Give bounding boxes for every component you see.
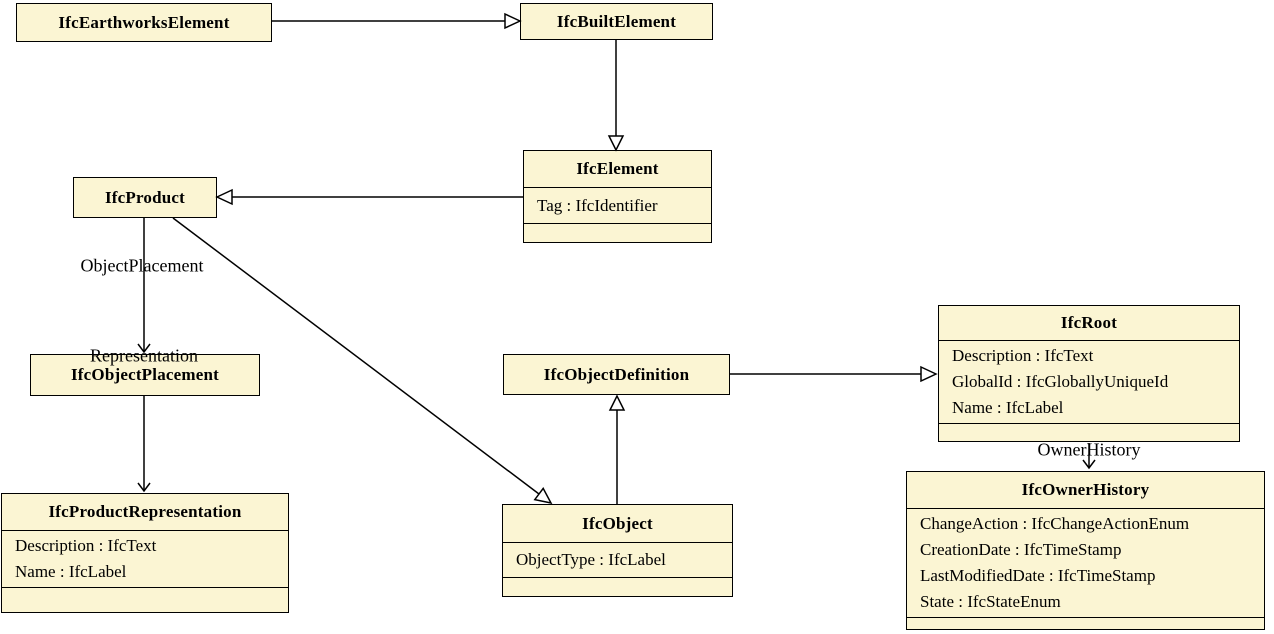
class-attribute: Name : IfcLabel: [952, 398, 1064, 417]
class-empty-compartment: [907, 617, 1264, 634]
class-box-ifcproduct: IfcProduct: [73, 177, 217, 218]
class-attributes: Description : IfcText Name : IfcLabel: [2, 530, 288, 587]
class-attribute: GlobalId : IfcGloballyUniqueId: [952, 372, 1169, 391]
edge-label-objectplacement: ObjectPlacement: [80, 255, 204, 276]
edge-label-ownerhistory: OwnerHistory: [1037, 439, 1141, 460]
class-title: IfcProduct: [104, 187, 186, 207]
class-box-ifcroot: IfcRoot Description : IfcText GlobalId :…: [938, 305, 1240, 442]
class-title: IfcObjectDefinition: [543, 364, 690, 384]
class-empty-compartment: [503, 577, 732, 596]
inheritance-arrowhead-icon: [608, 394, 626, 411]
class-box-ifcbuiltelement: IfcBuiltElement: [520, 3, 713, 40]
class-empty-compartment: [2, 587, 288, 612]
class-title: IfcElement: [576, 159, 659, 178]
class-attributes: Description : IfcText GlobalId : IfcGlob…: [939, 340, 1239, 423]
class-attribute: Name : IfcLabel: [15, 562, 127, 581]
class-attribute: Tag : IfcIdentifier: [537, 195, 658, 215]
class-box-ifcearthworkselement: IfcEarthworksElement: [16, 3, 272, 42]
class-attribute: ObjectType : IfcLabel: [516, 550, 666, 569]
class-box-ifcobject: IfcObject ObjectType : IfcLabel: [502, 504, 733, 597]
inheritance-arrowhead-icon: [607, 135, 625, 152]
class-title: IfcEarthworksElement: [58, 12, 230, 32]
class-title: IfcRoot: [1060, 313, 1118, 332]
class-box-ifcobjectdefinition: IfcObjectDefinition: [503, 354, 730, 395]
class-attribute: CreationDate : IfcTimeStamp: [920, 540, 1122, 559]
inheritance-arrowhead-icon: [215, 188, 233, 206]
class-attribute: LastModifiedDate : IfcTimeStamp: [920, 566, 1156, 585]
class-title: IfcOwnerHistory: [1021, 480, 1150, 499]
edge-label-representation: Representation: [90, 345, 198, 366]
class-attribute: State : IfcStateEnum: [920, 592, 1061, 611]
class-title: IfcProductRepresentation: [48, 502, 242, 521]
inheritance-arrowhead-icon: [920, 365, 938, 383]
class-empty-compartment: [939, 423, 1239, 442]
class-box-ifcproductrepresentation: IfcProductRepresentation Description : I…: [1, 493, 289, 613]
inheritance-arrowhead-icon: [504, 12, 522, 30]
class-attributes: Tag : IfcIdentifier: [524, 187, 711, 223]
class-attribute: ChangeAction : IfcChangeActionEnum: [920, 514, 1190, 533]
association-arrowhead-icon: [1082, 459, 1096, 470]
class-attribute: Description : IfcText: [952, 346, 1094, 365]
class-box-ifcownerhistory: IfcOwnerHistory ChangeAction : IfcChange…: [906, 471, 1265, 630]
association-arrowhead-icon: [137, 482, 151, 493]
class-empty-compartment: [524, 223, 711, 242]
class-attributes: ChangeAction : IfcChangeActionEnum Creat…: [907, 508, 1264, 617]
inheritance-arrowhead-icon: [533, 487, 553, 505]
class-title: IfcBuiltElement: [556, 11, 677, 31]
class-title: IfcObject: [582, 513, 653, 533]
class-attribute: Description : IfcText: [15, 536, 157, 555]
class-attributes: ObjectType : IfcLabel: [503, 542, 732, 577]
class-box-ifcelement: IfcElement Tag : IfcIdentifier: [523, 150, 712, 243]
